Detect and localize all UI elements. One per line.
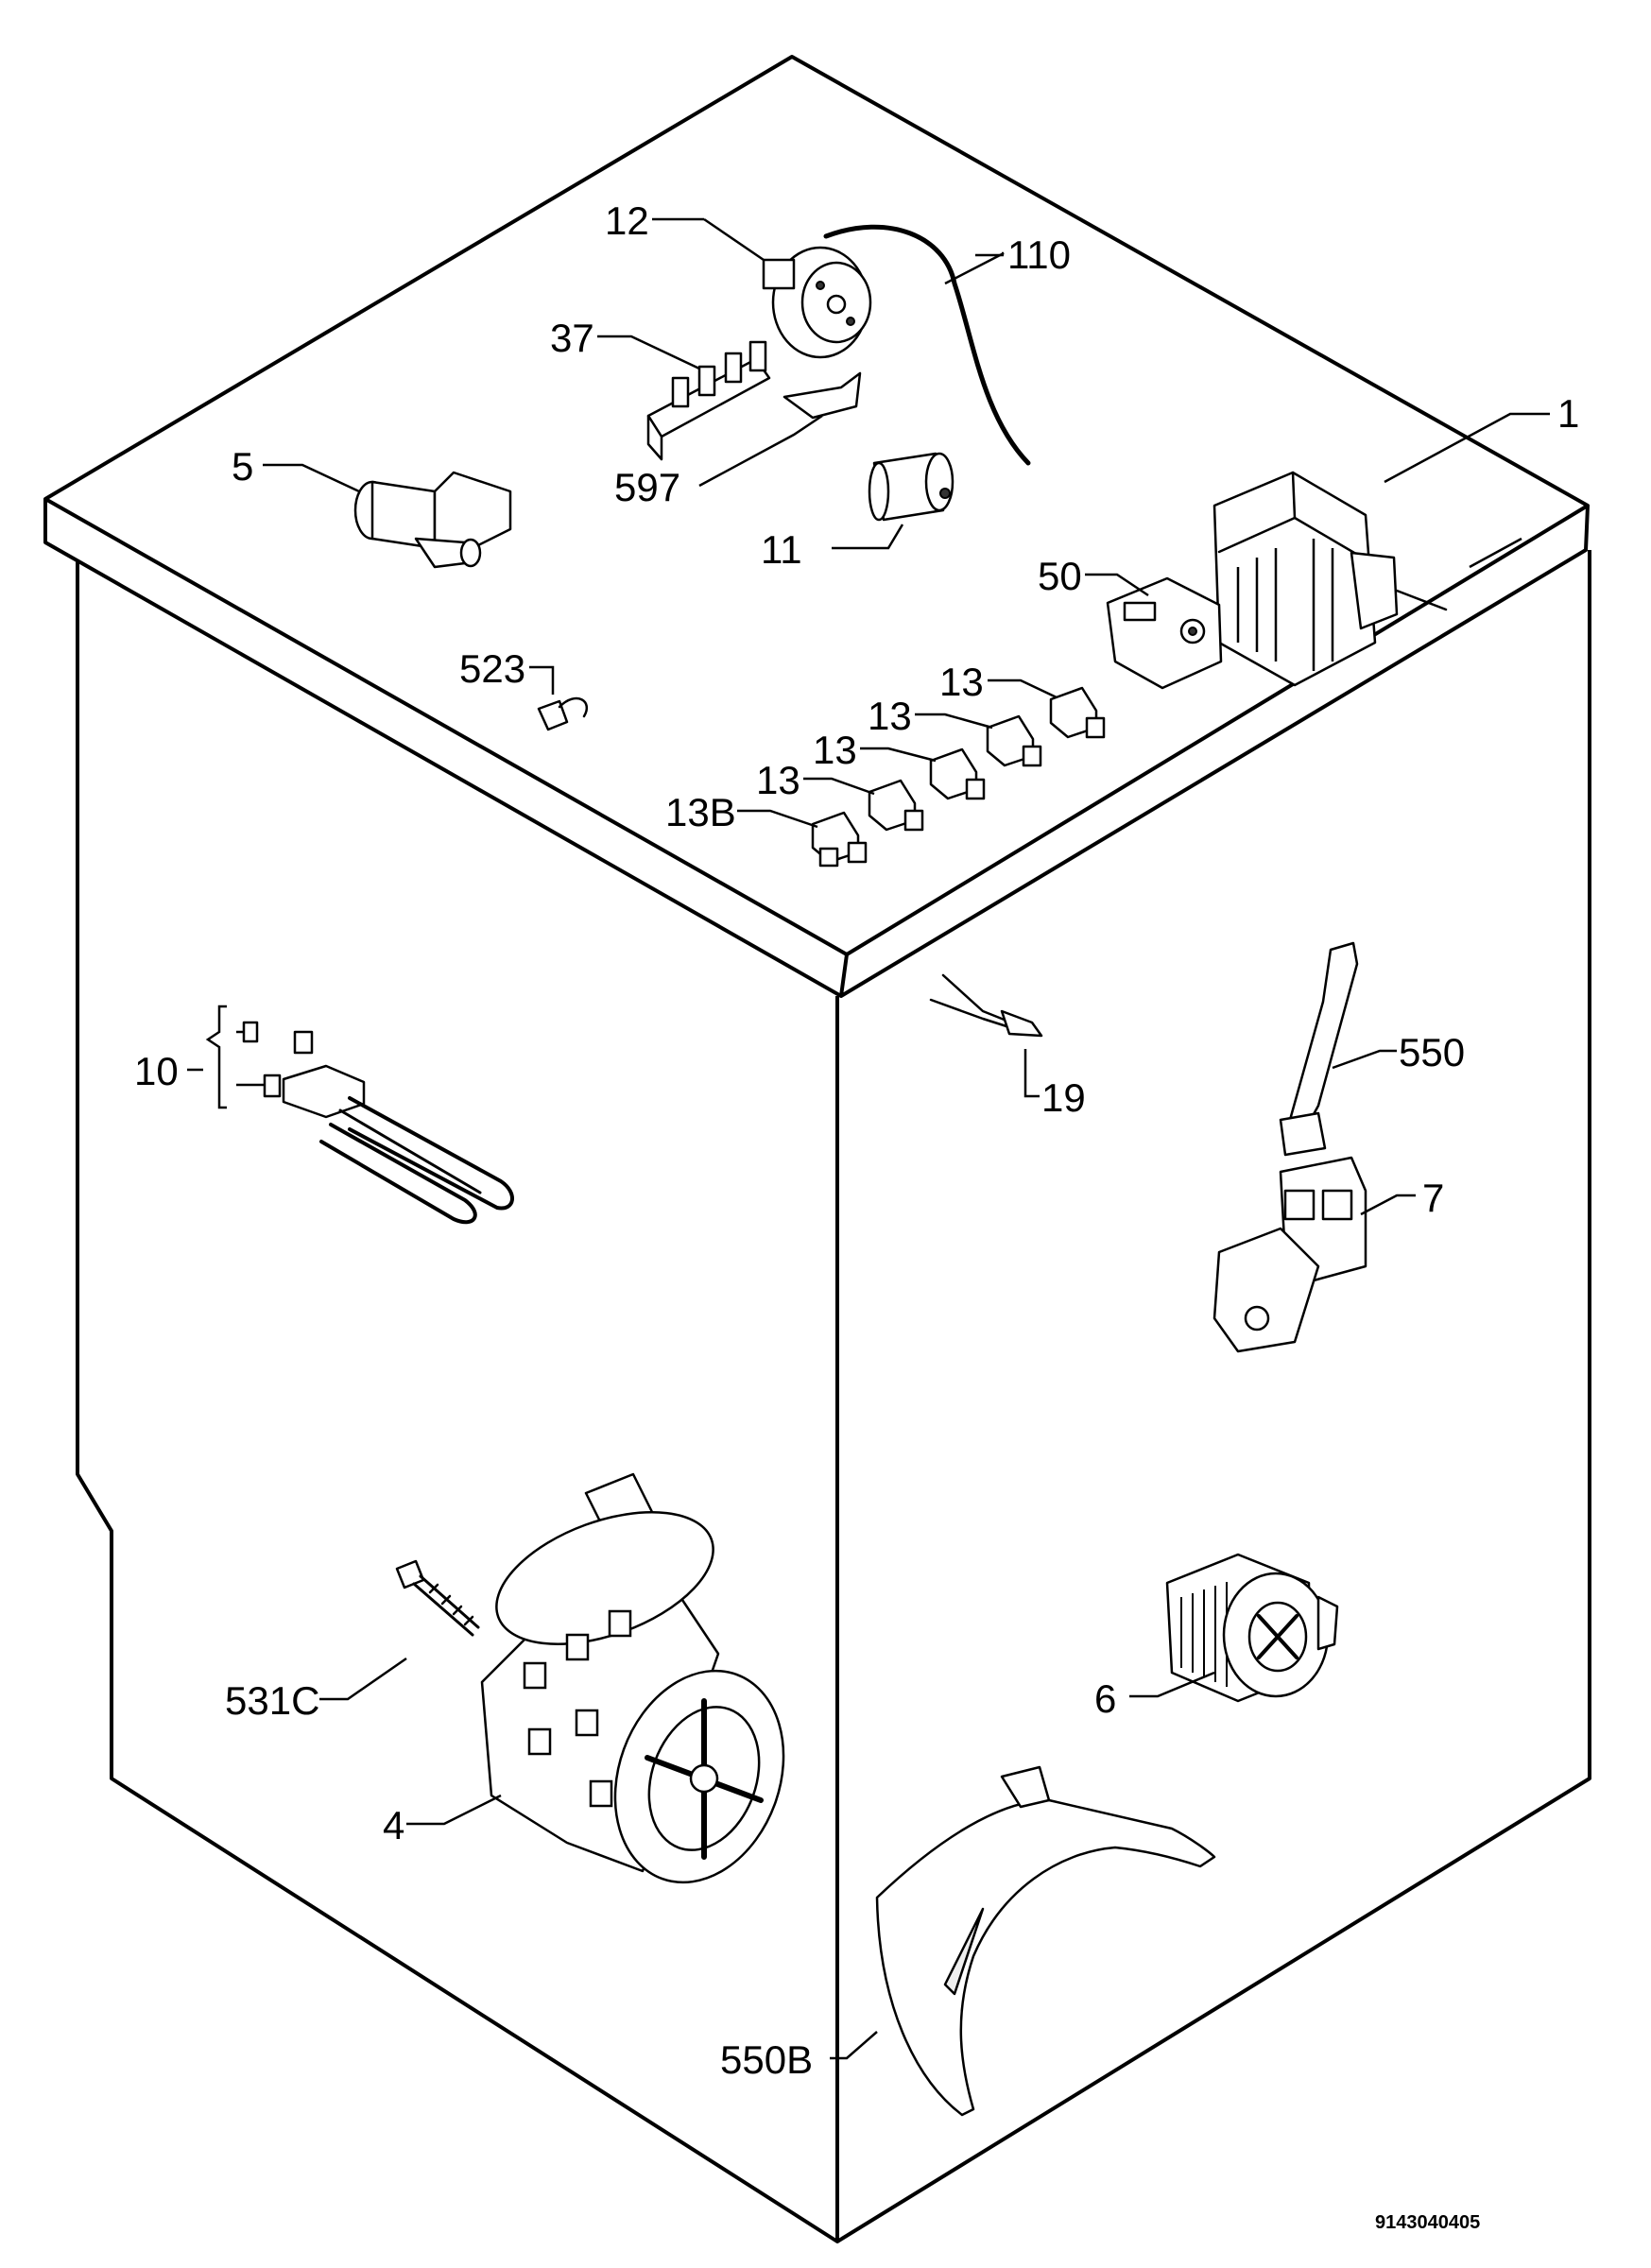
filter-50 [1106,576,1223,690]
label-550: 550 [1399,1030,1465,1074]
cabinet-outline [43,55,1591,2243]
leader-11 [832,524,904,550]
motor-4 [480,1472,785,1884]
label-6: 6 [1094,1676,1116,1721]
label-7: 7 [1422,1176,1444,1220]
programmer-1 [1212,471,1448,687]
leader-5 [263,463,360,493]
doc-number: 9143040405 [1375,2212,1480,2233]
terminal-block-37 [646,340,771,461]
suppressor-13-b [929,747,986,800]
clip-597 [783,371,862,420]
label-531C: 531C [225,1678,319,1723]
label-10: 10 [134,1049,179,1093]
leader-37 [597,335,700,370]
label-13a: 13 [756,758,800,802]
leader-4 [406,1794,502,1826]
label-37: 37 [550,316,594,360]
label-12: 12 [605,198,649,243]
leader-550B [830,2031,878,2060]
leader-531C [319,1657,407,1701]
label-13d: 13 [939,660,984,704]
label-19: 19 [1041,1075,1086,1120]
cover-550B [875,1765,1216,2117]
leader-13a [803,777,875,796]
sensor-19 [929,973,1043,1038]
brace-10 [205,1005,227,1109]
label-11: 11 [761,527,802,572]
leader-1b [1469,537,1522,569]
hose-110 [823,224,1031,466]
leader-6 [1129,1671,1215,1698]
leader-523 [529,665,555,695]
label-4: 4 [383,1803,404,1847]
label-13b: 13 [813,728,857,772]
label-550B: 550B [720,2037,813,2082]
capacitor-11 [868,452,954,522]
door-lock-7 [1212,1156,1367,1353]
pressure-switch-12 [762,246,872,359]
suppressor-13B [811,811,868,868]
label-13c: 13 [868,694,912,738]
connector-523 [537,696,589,731]
label-597: 597 [614,465,680,509]
lever-550 [1279,941,1359,1157]
inlet-valve-5 [353,471,512,569]
pump-6 [1165,1553,1339,1703]
label-1: 1 [1557,391,1579,436]
label-5: 5 [232,444,253,489]
label-110: 110 [1007,232,1071,277]
leader-13c [915,713,993,730]
leader-13b [860,747,937,763]
leader-12b [703,217,765,262]
leader-13d [988,679,1058,699]
heater-10 [242,1021,514,1225]
label-13B: 13B [665,790,736,834]
label-523: 523 [459,646,525,691]
screw-531C [395,1559,480,1637]
suppressor-13-c [986,714,1042,767]
leader-19 [1023,1049,1040,1098]
leader-13B [737,809,818,829]
leader-50 [1085,573,1149,597]
suppressor-13-a [868,779,924,832]
leader-1 [1384,412,1550,484]
label-50: 50 [1038,554,1082,598]
leader-597 [698,414,823,488]
suppressor-13-d [1049,686,1106,739]
leader-550 [1332,1049,1397,1070]
leader-7 [1360,1194,1416,1216]
leader-110 [944,251,1005,285]
